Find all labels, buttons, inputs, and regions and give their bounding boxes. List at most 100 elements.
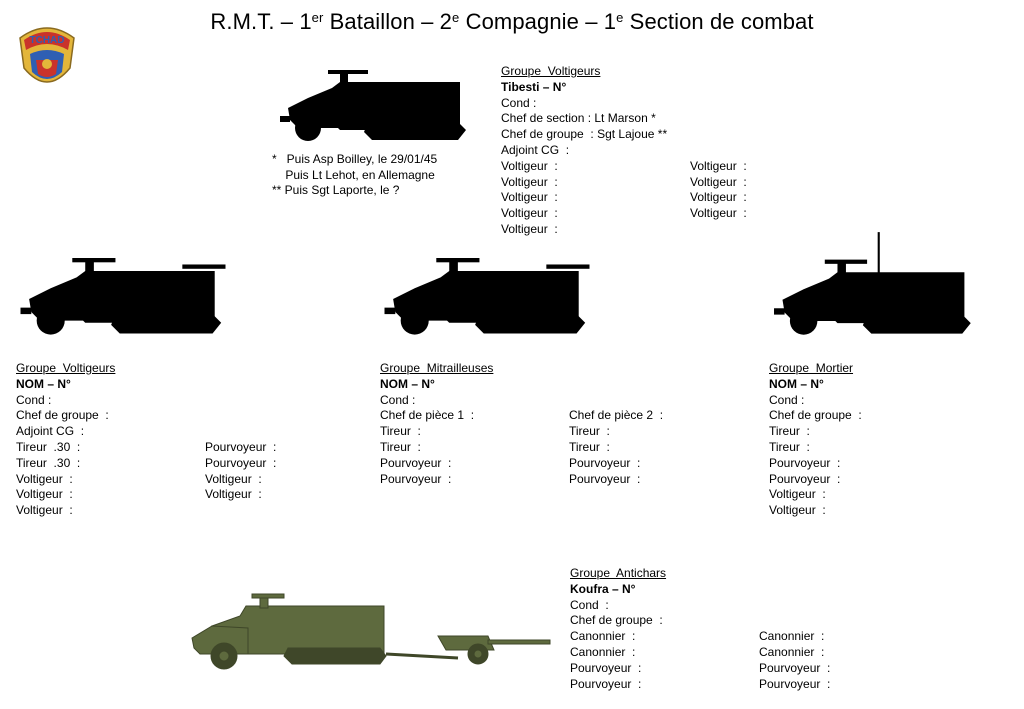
role-label: Chef de groupe : [570, 613, 663, 628]
role-label: Cond : [16, 392, 52, 407]
role-label: Cond : [501, 95, 537, 110]
group-row: Voltigeur : [501, 222, 667, 238]
group-row: Cond : [16, 393, 115, 409]
group-row: Chef de groupe : [570, 613, 666, 629]
role-label: Canonnier : [570, 629, 636, 644]
group-heading: Groupe Antichars [570, 566, 667, 580]
role-label: Tireur : [769, 439, 810, 454]
notes: * Puis Asp Boilley, le 29/01/45 Puis Lt … [272, 152, 437, 199]
role-label: Voltigeur : [205, 487, 262, 502]
role-label: Pourvoyeur : [380, 455, 452, 470]
group-row: Chef de pièce 1 :Chef de pièce 2 : [380, 408, 663, 424]
role-label: Chef de groupe : [16, 408, 109, 423]
group-row: Pourvoyeur : [769, 472, 862, 488]
role-label: Voltigeur : [501, 174, 558, 189]
group-row: Pourvoyeur : Pourvoyeur : [570, 676, 830, 693]
group-row: Voltigeur : [769, 487, 862, 503]
group-name: NOM – N° [380, 376, 435, 391]
group-row: Tireur : [769, 440, 862, 456]
group-row: Voltigeur :Voltigeur : [501, 206, 747, 222]
role-label: Voltigeur : [16, 487, 73, 502]
role-label: Chef de pièce 1 : [380, 408, 475, 423]
group-heading: Groupe Voltigeurs [501, 64, 601, 78]
group-row: Tireur .30 : Pourvoyeur : [16, 455, 276, 472]
role-label: Voltigeur : [501, 158, 558, 173]
role-label: Tireur .30 : [16, 439, 81, 454]
group-mortier: Groupe Mortier NOM – N° Cond :Chef de gr… [769, 361, 862, 519]
halftrack-silhouette-icon [20, 258, 226, 335]
logo-text: TCHAD [30, 35, 65, 46]
group-row: Tireur : Tireur : [380, 424, 610, 440]
group-name: NOM – N° [769, 376, 824, 391]
role-label: Pourvoyeur : [205, 455, 277, 470]
role-label: Canonnier : [759, 644, 825, 659]
role-label: Chef de groupe : Sgt Lajoue ** [501, 127, 668, 142]
role-label: Pourvoyeur : [380, 471, 452, 486]
role-label: Canonnier : [759, 629, 825, 644]
group-row: Tireur : [769, 424, 862, 440]
role-label: Tireur : [769, 424, 810, 439]
role-label: Voltigeur : [205, 471, 262, 486]
group-row: Adjoint CG : [501, 143, 667, 159]
role-label: Voltigeur : [501, 221, 558, 236]
group-row: Voltigeur : Voltigeur : [16, 487, 262, 503]
group-name: Koufra – N° [570, 581, 636, 596]
group-name: Tibesti – N° [501, 79, 567, 94]
role-label: Voltigeur : [690, 206, 747, 221]
group-row: Voltigeur : Voltigeur : [16, 471, 262, 488]
role-label: Voltigeur : [16, 471, 73, 486]
role-label: Voltigeur : [769, 503, 826, 518]
group-row: Canonnier : Canonnier : [570, 644, 824, 661]
role-label: Cond : [570, 597, 609, 612]
role-label: Tireur : [569, 439, 610, 454]
group-row: Tireur .30 : Pourvoyeur : [16, 439, 276, 456]
halftrack-silhouette-icon [774, 232, 971, 335]
group-row: Voltigeur : Voltigeur : [501, 190, 747, 206]
role-label: Pourvoyeur : [759, 660, 831, 675]
group-antichars: Groupe Antichars Koufra – N° Cond :Chef … [570, 566, 830, 693]
note-item: Puis Lt Lehot, en Allemagne [272, 167, 435, 182]
note-item: * Puis Asp Boilley, le 29/01/45 [272, 152, 438, 166]
role-label: Pourvoyeur : [569, 455, 641, 470]
page-title: R.M.T. – 1er Bataillon – 2e Compagnie – … [210, 9, 814, 34]
halftrack-silhouette-icon [384, 258, 590, 335]
group-row: Voltigeur : [16, 503, 115, 519]
group-row: Cond : [769, 393, 862, 409]
role-label: Pourvoyeur : [759, 676, 831, 691]
group-row: Voltigeur : Voltigeur : [501, 158, 747, 175]
role-label: Voltigeur : [690, 174, 747, 189]
group-row: Chef de groupe : [16, 408, 115, 424]
group-row: Cond : [380, 393, 493, 409]
role-label: Pourvoyeur : [205, 439, 277, 454]
role-label: Pourvoyeur : [569, 471, 641, 486]
group-heading: Groupe Mitrailleuses [380, 361, 494, 375]
group-mitrailleuses: Groupe Mitrailleuses NOM – N° Cond :Chef… [380, 361, 663, 487]
group-row: Adjoint CG : [16, 424, 115, 440]
role-label: Adjoint CG : [16, 424, 85, 439]
role-label: Voltigeur : [690, 190, 747, 205]
group-row: Voltigeur : [769, 503, 862, 519]
group-row: Voltigeur : Voltigeur : [501, 174, 747, 191]
role-label: Pourvoyeur : [769, 455, 841, 470]
group-row: Tireur : Tireur : [380, 439, 610, 456]
role-label: Tireur .30 : [16, 455, 81, 470]
role-label: Cond : [769, 392, 805, 407]
role-label: Adjoint CG : [501, 142, 570, 157]
group-heading: Groupe Voltigeurs [16, 361, 116, 375]
tchad-regiment-insignia-icon: TCHAD [19, 27, 75, 83]
role-label: Voltigeur : [16, 503, 73, 518]
role-label: Voltigeur : [769, 487, 826, 502]
group-name: NOM – N° [16, 376, 71, 391]
role-label: Canonnier : [570, 644, 636, 659]
group-row: Chef de section : Lt Marson * [501, 111, 667, 127]
role-label: Pourvoyeur : [570, 676, 642, 691]
halftrack-with-antitank-gun-icon [191, 593, 551, 670]
role-label: Tireur : [569, 424, 610, 439]
role-label: Voltigeur : [501, 190, 558, 205]
group-row: Pourvoyeur : Pourvoyeur : [380, 455, 640, 472]
role-label: Chef de section : Lt Marson * [501, 111, 656, 126]
group-heading: Groupe Mortier [769, 361, 854, 375]
role-label: Tireur : [380, 439, 421, 454]
role-label: Tireur : [380, 424, 421, 439]
role-label: Voltigeur : [690, 158, 747, 173]
